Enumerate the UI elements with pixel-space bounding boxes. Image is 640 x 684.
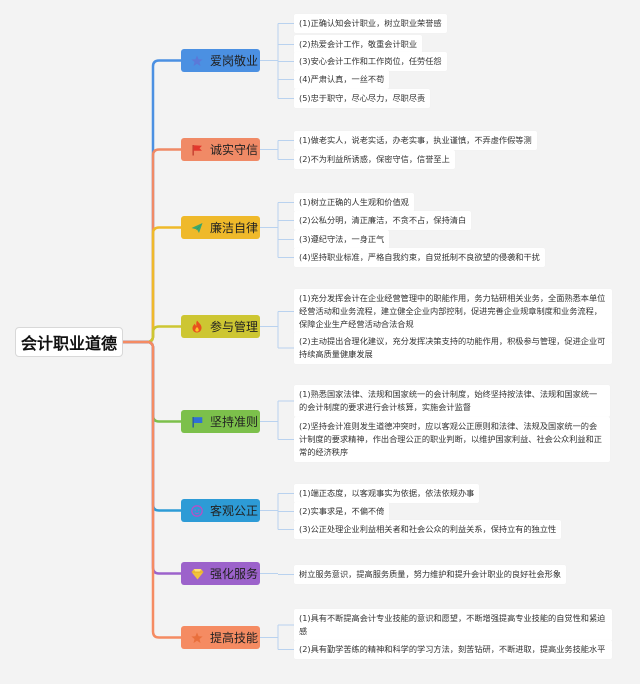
branch-label: 坚持准则 <box>210 415 259 429</box>
fire-icon <box>190 320 204 334</box>
diamond-icon <box>190 567 204 581</box>
leaf-item: (2)实事求是，不偏不倚 <box>294 502 390 521</box>
branch-qiang-hua-fu-wu[interactable]: 强化服务 <box>181 562 260 585</box>
branch-label: 强化服务 <box>210 567 259 581</box>
leaf-item: (4)严肃认真，一丝不苟 <box>294 70 390 89</box>
face-icon <box>190 504 204 518</box>
branch-label: 爱岗敬业 <box>210 54 259 68</box>
branch-label: 诚实守信 <box>210 143 259 157</box>
star-icon <box>190 54 204 68</box>
flag-icon <box>190 415 204 429</box>
leaf-item: (1)做老实人，说老实话，办老实事，执业谨慎，不弄虚作假等测 <box>294 131 537 150</box>
branch-label: 客观公正 <box>210 504 259 518</box>
leaf-item: (5)忠于职守，尽心尽力，尽职尽责 <box>294 89 431 108</box>
leaf-item: (2)具有勤学苦练的精神和科学的学习方法，刻苦钻研，不断进取，提高业务技能水平 <box>294 640 612 659</box>
branch-can-yu-guan-li[interactable]: 参与管理 <box>181 315 260 338</box>
branch-ti-gao-ji-neng[interactable]: 提高技能 <box>181 626 260 649</box>
branch-connector <box>123 340 181 639</box>
leaf-item: (1)充分发挥会计在企业经营管理中的职能作用，务力钻研相关业务，全面熟悉本单位经… <box>294 289 612 334</box>
branch-label: 提高技能 <box>210 631 259 645</box>
root-node[interactable]: 会计职业道德 <box>15 327 123 357</box>
branch-cheng-shi-shou-xin[interactable]: 诚实守信 <box>181 138 260 161</box>
leaf-item: (2)不为利益所诱惑，保密守信，信誉至上 <box>294 150 455 169</box>
branch-label: 参与管理 <box>210 320 259 334</box>
leaf-item: (1)具有不断提高会计专业技能的意识和愿望，不断增强提高专业技能的自觉性和紧迫感 <box>294 609 612 641</box>
leaf-item: (3)公正处理企业利益相关者和社会公众的利益关系，保持立有的独立性 <box>294 520 562 539</box>
paper-plane-icon <box>190 221 204 235</box>
leaf-item: (3)遵纪守法，一身正气 <box>294 230 390 249</box>
star-icon <box>190 631 204 645</box>
flag-icon <box>190 143 204 157</box>
branch-connector <box>123 226 181 344</box>
leaf-item: (3)安心会计工作和工作岗位，任劳任怨 <box>294 52 447 71</box>
leaf-item: (2)坚持会计准则发生道德冲突时，应以客观公正原则和法律、法规及国家统一的会计制… <box>294 417 610 462</box>
root-label: 会计职业道德 <box>20 334 117 353</box>
leaf-item: 树立服务意识，提高服务质量，努力维护和提升会计职业的良好社会形象 <box>294 565 567 584</box>
branch-ke-guan-gong-zheng[interactable]: 客观公正 <box>181 499 260 522</box>
branch-lian-jie-zi-lv[interactable]: 廉洁自律 <box>181 216 260 239</box>
leaf-item: (2)主动提出合理化建议，充分发挥决策支持的功能作用，积极参与管理，促进企业可持… <box>294 332 612 364</box>
leaf-item: (2)热爱会计工作，敬重会计职业 <box>294 35 423 54</box>
leaf-item: (1)熟悉国家法律、法规和国家统一的会计制度，始终坚持按法律、法规和国家统一的会… <box>294 385 610 417</box>
leaf-item: (1)正确认知会计职业，树立职业荣誉感 <box>294 14 447 33</box>
leaf-item: (1)端正态度，以客观事实为依据，依法依规办事 <box>294 484 480 503</box>
leaf-item: (1)树立正确的人生观和价值观 <box>294 193 414 212</box>
leaf-item: (4)坚持职业标准，严格自我约束，自觉抵制不良欲望的侵袭和干扰 <box>294 248 545 267</box>
branch-ai-gang-jing-ye[interactable]: 爱岗敬业 <box>181 49 260 72</box>
branch-label: 廉洁自律 <box>210 221 259 235</box>
branch-jian-chi-zhun-ze[interactable]: 坚持准则 <box>181 410 260 433</box>
leaf-item: (2)公私分明，清正廉洁，不贪不占，保持清白 <box>294 211 472 230</box>
